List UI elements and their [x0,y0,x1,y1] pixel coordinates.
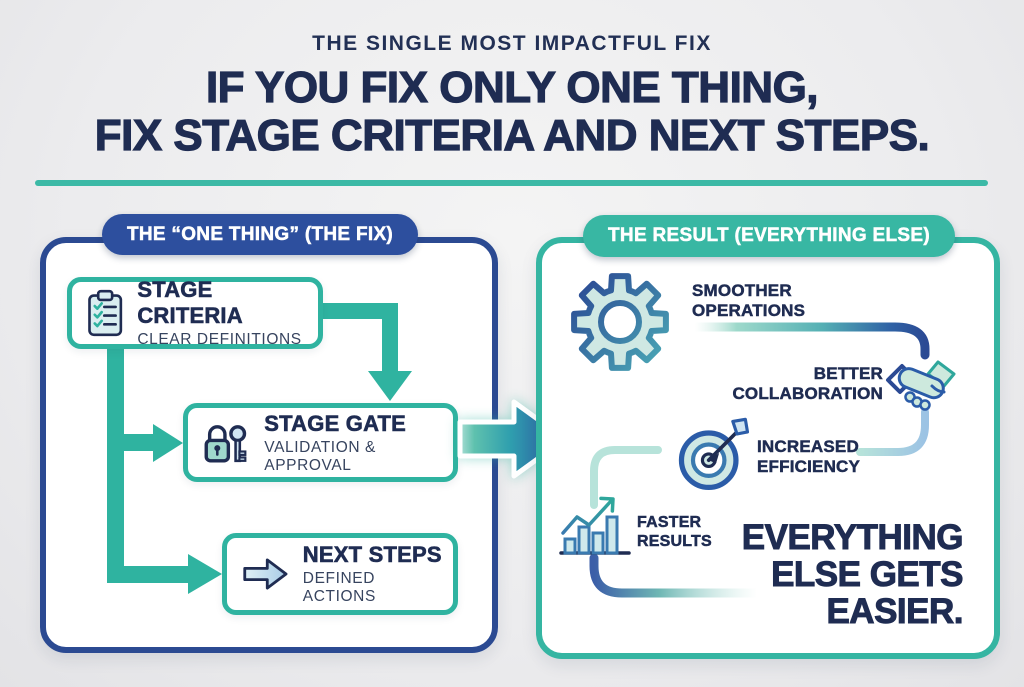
page-title: IF YOU FIX ONLY ONE THING, FIX STAGE CRI… [0,63,1024,160]
header-divider [35,180,988,186]
result-flow-curves [589,322,930,598]
bar-chart-icon [559,496,631,555]
connector-branch-to-next-steps [107,566,191,583]
connector-branch-to-gate [107,434,157,451]
page-title-line2: FIX STAGE CRITERIA AND NEXT STEPS. [94,111,930,160]
result-smoother-line1: SMOOTHER [692,281,792,301]
stage-criteria-subtitle: CLEAR DEFINITIONS [137,331,302,348]
connector-criteria-to-gate-arrowhead-icon [368,371,412,401]
result-increased-line1: INCREASED [757,437,859,457]
result-panel-header: THE RESULT (EVERYTHING ELSE) [583,215,955,257]
header-kicker: THE SINGLE MOST IMPACTFUL FIX [312,32,712,55]
connector-criteria-to-gate-vertical [382,303,398,371]
next-steps-title: NEXT STEPS [302,542,442,568]
next-steps-subtitle: DEFINED ACTIONS [302,570,376,605]
conclusion-line2: ELSE GETS [771,555,964,594]
stage-criteria-node: STAGE CRITERIA CLEAR DEFINITIONS [67,277,323,349]
checklist-clipboard-icon [88,289,123,337]
gear-icon [571,273,669,371]
result-increased-line2: EFFICIENCY [757,457,861,477]
result-faster-line1: FASTER [637,514,702,531]
next-steps-node: NEXT STEPS DEFINED ACTIONS [222,533,458,615]
fix-panel-header: THE “ONE THING” (THE FIX) [102,214,418,255]
handshake-icon [886,360,956,411]
stage-gate-subtitle: VALIDATION & APPROVAL [264,438,377,474]
target-icon [678,417,750,491]
result-increased-efficiency: INCREASED EFFICIENCY [757,437,907,477]
connector-criteria-to-gate-horizontal [322,303,398,319]
stage-criteria-title: STAGE CRITERIA [137,277,243,329]
result-faster-line2: RESULTS [637,532,712,550]
lock-and-key-icon [204,424,247,463]
stage-gate-title: STAGE GATE [264,410,407,436]
stage-gate-node: STAGE GATE VALIDATION & APPROVAL [183,403,458,482]
result-faster-results: FASTER RESULTS [637,514,747,552]
conclusion-line3: EASIER. [826,592,964,631]
page-title-line1: IF YOU FIX ONLY ONE THING, [205,63,819,112]
conclusion-text: EVERYTHING ELSE GETS EASIER. [640,518,964,631]
connector-criteria-trunk-vertical [107,348,124,583]
connector-branch-to-next-steps-arrowhead-icon [188,554,222,594]
result-smoother-operations: SMOOTHER OPERATIONS [692,281,842,321]
result-better-line2: COLLABORATION [732,384,883,404]
result-better-line1: BETTER [813,364,884,384]
result-better-collaboration: BETTER COLLABORATION [690,364,883,404]
result-smoother-line2: OPERATIONS [692,301,806,321]
arrow-right-icon [243,558,288,590]
conclusion-line1: EVERYTHING [741,518,964,557]
connector-branch-to-gate-arrowhead-icon [153,424,183,462]
